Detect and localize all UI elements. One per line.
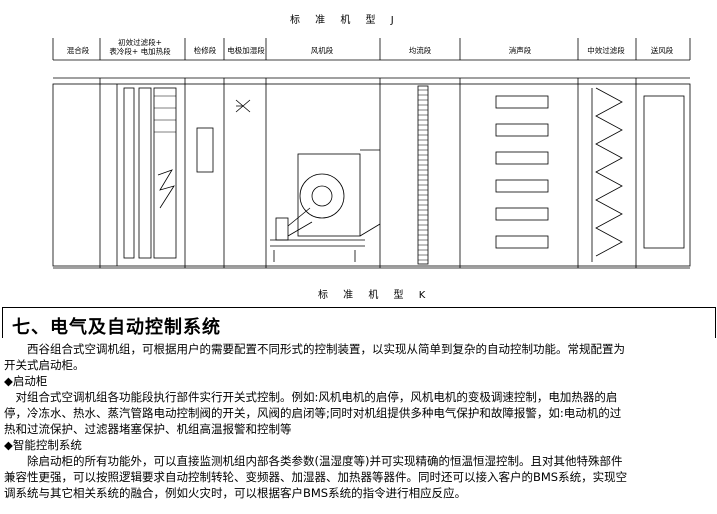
section-dividers bbox=[52, 38, 691, 61]
section-label-even: 均流段 bbox=[408, 46, 432, 55]
ahu-line-art bbox=[52, 38, 691, 269]
section-label-mix: 混合段 bbox=[66, 46, 90, 55]
drawing-bottom-label: 标 准 机 型 K bbox=[318, 290, 432, 301]
section-label-silencer: 消声段 bbox=[508, 46, 532, 55]
ahu-technical-drawing: 标 准 机 型 J 混合段 初效过滤段+表冷段+ 电加热段 检修段 电极加湿段 … bbox=[52, 15, 691, 301]
unit-casing bbox=[52, 83, 691, 267]
electrical-control-section: 七、电气及自动控制系统 西谷组合式空调机组，可根据用户的需要配置不同形式的控制装… bbox=[0, 307, 717, 514]
smart-line-3: 调系统与其它相关系统的融合，例如火灾时，可以根据客户BMS系统的指令进行相应反应… bbox=[4, 486, 467, 500]
silencer-baffles bbox=[495, 95, 549, 249]
subheading-smart-control: ◆智能控制系统 bbox=[4, 438, 82, 452]
panel-lines bbox=[99, 78, 637, 268]
inspection-door bbox=[196, 127, 214, 173]
bag-filter bbox=[595, 87, 623, 257]
section-label-outlet: 送风段 bbox=[650, 46, 674, 55]
section-heading: 七、电气及自动控制系统 bbox=[12, 317, 221, 338]
starter-line-1: 对组合式空调机组各功能段执行部件实行开关式控制。例如:风机电机的启停，风机电机的… bbox=[4, 390, 618, 404]
intro-line-1: 西谷组合式空调机组，可根据用户的需要配置不同形式的控制装置，以实现从简单到复杂的… bbox=[4, 342, 625, 356]
heading-box bbox=[2, 307, 716, 338]
outlet-frame bbox=[643, 95, 685, 249]
heater-zigzag bbox=[157, 169, 175, 209]
smart-line-2: 兼容性更强，可以按照逻辑要求自动控制转轮、变频器、加湿器、加热器等器件。同时还可… bbox=[4, 470, 628, 484]
drawing-top-label: 标 准 机 型 J bbox=[290, 15, 400, 26]
section-label-inspect: 检修段 bbox=[193, 46, 217, 55]
section-label-filter-coil: 初效过滤段+表冷段+ 电加热段 bbox=[109, 38, 171, 56]
subheading-starter: ◆启动柜 bbox=[4, 374, 48, 388]
section-label-fan: 风机段 bbox=[310, 46, 334, 55]
section-label-medfilter: 中效过滤段 bbox=[587, 46, 625, 55]
starter-line-2: 停，冷冻水、热水、蒸汽管路电动控制阀的开关，风阀的启闭等;同时对机组提供多种电气… bbox=[4, 406, 622, 420]
fan-assembly bbox=[270, 149, 381, 262]
section-label-humid: 电极加湿段 bbox=[227, 46, 265, 55]
smart-line-1: 除启动柜的所有功能外，可以直接监测机组内部各类参数(温湿度等)并可实现精确的恒温… bbox=[4, 454, 623, 468]
starter-line-3: 热和过流保护、过滤器堵塞保护、机组高温报警和控制等 bbox=[4, 422, 292, 436]
intro-line-2: 开关式启动柜。 bbox=[4, 358, 85, 372]
humidifier-symbol bbox=[235, 99, 251, 113]
